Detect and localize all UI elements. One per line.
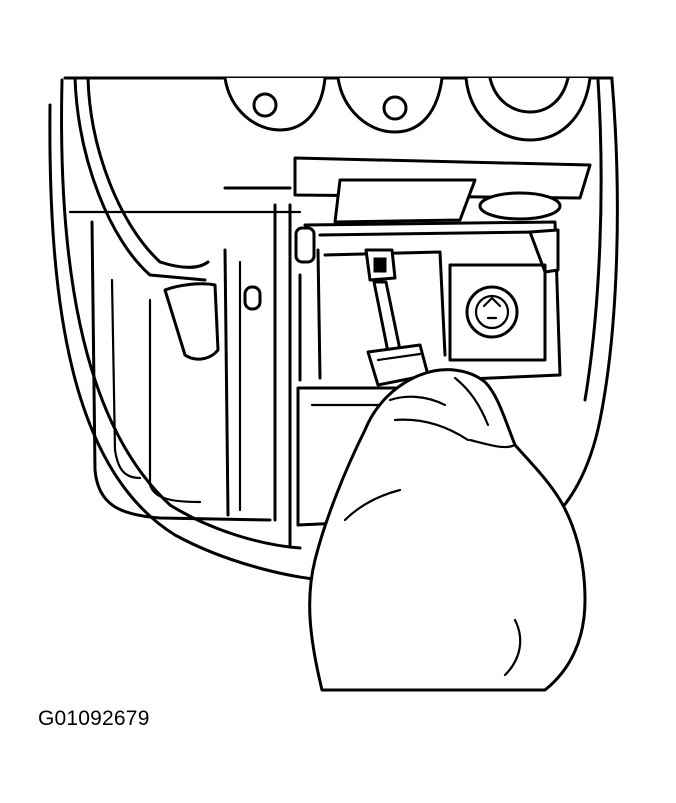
- dashboard-knobs: [223, 76, 592, 142]
- center-panel: [273, 156, 592, 547]
- left-storage-bay: [68, 186, 302, 522]
- screwdriver-icon: [364, 248, 430, 387]
- console-screwdriver-illustration: [48, 76, 619, 692]
- figure-id-label: G01092679: [38, 707, 150, 730]
- power-outlet: [448, 263, 547, 362]
- hand-icon: [308, 368, 587, 692]
